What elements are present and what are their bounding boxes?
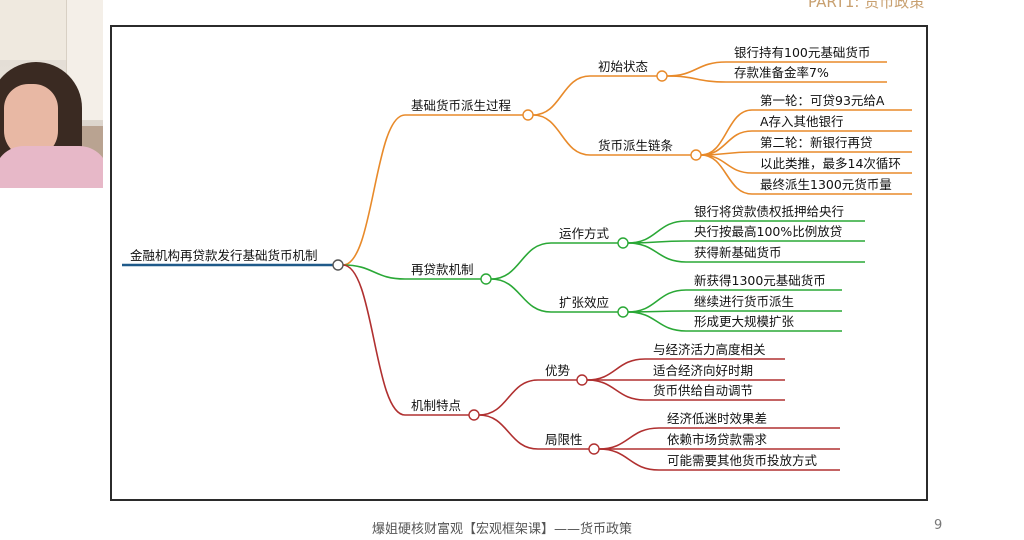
b1-c1-leaf-connector: [666, 75, 727, 83]
b2-c1-leaf-label: 央行按最高100%比例放贷: [694, 224, 842, 239]
b3-connector: [342, 264, 406, 416]
b3-label: 机制特点: [411, 398, 461, 413]
b1-c1-leaf-label: 银行持有100元基础货币: [734, 45, 870, 60]
b3-c2-node-circle: [588, 443, 600, 455]
b2-label: 再贷款机制: [411, 262, 474, 277]
b3-c2-leaf-label: 依赖市场贷款需求: [667, 432, 768, 447]
b1-c2-connector: [532, 114, 591, 156]
b3-c2-leaf-connector: [598, 427, 660, 450]
b1-c2-leaf-label: 以此类推，最多14次循环: [760, 156, 901, 171]
root-node-circle: [332, 259, 344, 271]
b1-c1-label: 初始状态: [598, 59, 648, 74]
b2-c2-leaf-label: 继续进行货币派生: [694, 294, 794, 309]
b1-c2-node-circle: [690, 149, 702, 161]
b2-node-circle: [480, 273, 492, 285]
b2-c2-leaf-label: 形成更大规模扩张: [694, 314, 795, 329]
b1-c2-leaf-connector: [700, 154, 753, 195]
b3-c2-label: 局限性: [545, 432, 583, 447]
b2-c1-leaf-label: 银行将贷款债权抵押给央行: [694, 204, 844, 219]
webcam-video: [0, 0, 103, 188]
b1-label: 基础货币派生过程: [411, 98, 512, 113]
b3-c1-leaf-label: 适合经济向好时期: [653, 363, 753, 378]
b2-c1-leaf-label: 获得新基础货币: [694, 245, 782, 260]
b1-node-circle: [522, 109, 534, 121]
b2-c2-leaf-connector: [627, 311, 687, 332]
b2-c2-leaf-label: 新获得1300元基础货币: [694, 273, 826, 288]
b1-c1-leaf-connector: [666, 61, 727, 77]
b1-c1-leaf-label: 存款准备金率7%: [734, 65, 829, 80]
b2-c1-label: 运作方式: [559, 226, 610, 241]
b3-c2-connector: [478, 414, 539, 450]
b1-c2-leaf-label: A存入其他银行: [760, 114, 844, 129]
b2-connector: [342, 264, 406, 280]
b2-c2-connector: [490, 278, 552, 313]
b1-c2-leaf-label: 第二轮：新银行再贷: [760, 135, 873, 150]
b3-node-circle: [468, 409, 480, 421]
b1-c2-leaf-connector: [700, 154, 753, 174]
b3-c1-node-circle: [576, 374, 588, 386]
b3-c1-leaf-label: 与经济活力高度相关: [653, 342, 766, 357]
b1-connector: [342, 114, 406, 266]
b2-c1-leaf-connector: [627, 220, 687, 244]
b3-c2-leaf-connector: [598, 448, 660, 471]
b2-c1-node-circle: [617, 237, 629, 249]
page-number: 9: [934, 518, 943, 533]
b1-c1-connector: [532, 75, 591, 116]
slide-section-title: PART1: 货币政策: [808, 0, 925, 11]
root-label: 金融机构再贷款发行基础货币机制: [130, 248, 318, 263]
b2-c2-node-circle: [617, 306, 629, 318]
b3-c1-connector: [478, 379, 539, 416]
b3-c1-leaf-label: 货币供给自动调节: [653, 383, 753, 398]
b2-c1-leaf-connector: [627, 242, 687, 263]
b1-c1-node-circle: [656, 70, 668, 82]
b1-c2-leaf-label: 最终派生1300元货币量: [760, 177, 892, 192]
b2-c2-leaf-connector: [627, 289, 687, 313]
b3-c1-label: 优势: [545, 363, 571, 378]
b2-c1-connector: [490, 242, 552, 280]
b1-c2-leaf-label: 第一轮：可贷93元给A: [760, 93, 885, 108]
b3-c2-leaf-label: 经济低迷时效果差: [667, 411, 767, 426]
b3-c2-leaf-label: 可能需要其他货币投放方式: [667, 453, 818, 468]
b2-c2-label: 扩张效应: [559, 295, 609, 310]
b3-c1-leaf-connector: [586, 379, 646, 401]
b3-c1-leaf-connector: [586, 358, 646, 381]
b1-c2-label: 货币派生链条: [598, 138, 674, 153]
footer-text: 爆姐硬核财富观【宏观框架课】——货币政策: [372, 522, 633, 537]
